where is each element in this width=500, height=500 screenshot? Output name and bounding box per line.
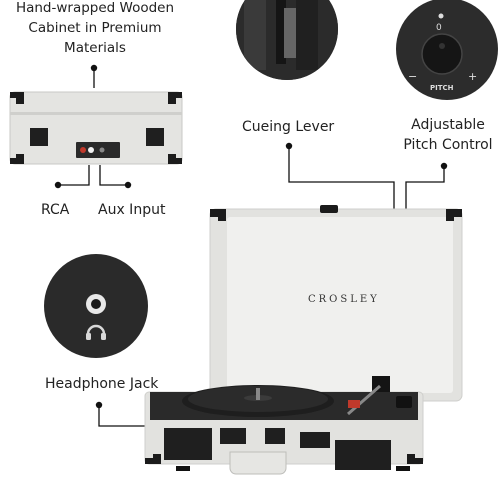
back-io-panel xyxy=(76,142,120,158)
tonearm-cartridge xyxy=(348,400,360,408)
headphone-jack-closeup xyxy=(44,254,148,358)
rca-label: RCA xyxy=(41,202,70,218)
brand-logo: CROSLEY xyxy=(308,294,380,305)
cabinet-label: Hand-wrapped Wooden Cabinet in Premium M… xyxy=(0,0,190,58)
headphone-callout-dot xyxy=(95,401,103,409)
pitch-knob-small[interactable] xyxy=(396,396,412,408)
rca-jack-white xyxy=(88,147,94,153)
pitch-minus-mark: − xyxy=(408,70,418,83)
speaker-right xyxy=(335,440,391,470)
cueing-lever-closeup xyxy=(236,0,338,80)
pitch-control-label-line-1: Adjustable xyxy=(411,117,485,133)
rca-callout-line xyxy=(58,165,90,186)
rca-callout-dot xyxy=(54,181,62,189)
aux-jack xyxy=(99,147,105,153)
speaker-left xyxy=(164,428,212,460)
cabinet-label-line-1: Hand-wrapped Wooden xyxy=(15,0,175,16)
rca-jack-red xyxy=(80,147,86,153)
aux-callout-dot xyxy=(124,181,132,189)
pitch-control-label: Adjustable Pitch Control xyxy=(401,115,495,155)
aux-callout-line xyxy=(99,165,128,186)
cabinet-label-line-2: Cabinet in Premium xyxy=(28,20,162,36)
pitch-control-closeup: 0 − + PITCH xyxy=(396,0,498,100)
cabinet-callout-dot xyxy=(90,64,98,72)
pitch-caption: PITCH xyxy=(430,84,454,92)
spindle xyxy=(256,388,260,400)
pitch-plus-mark: + xyxy=(468,70,478,83)
lid-interior xyxy=(227,217,453,393)
aux-input-label: Aux Input xyxy=(98,202,166,218)
pitch-callout-dot xyxy=(440,162,448,170)
pitch-zero-mark: 0 xyxy=(436,23,442,33)
pitch-control-label-line-2: Pitch Control xyxy=(403,137,493,153)
carry-handle[interactable] xyxy=(229,451,287,475)
cueing-callout-dot xyxy=(285,142,293,150)
pitch-knob[interactable] xyxy=(421,33,463,75)
cabinet-label-line-3: Materials xyxy=(64,40,126,56)
cueing-lever-label: Cueing Lever xyxy=(242,119,335,135)
headphone-jack-label: Headphone Jack xyxy=(45,376,159,392)
